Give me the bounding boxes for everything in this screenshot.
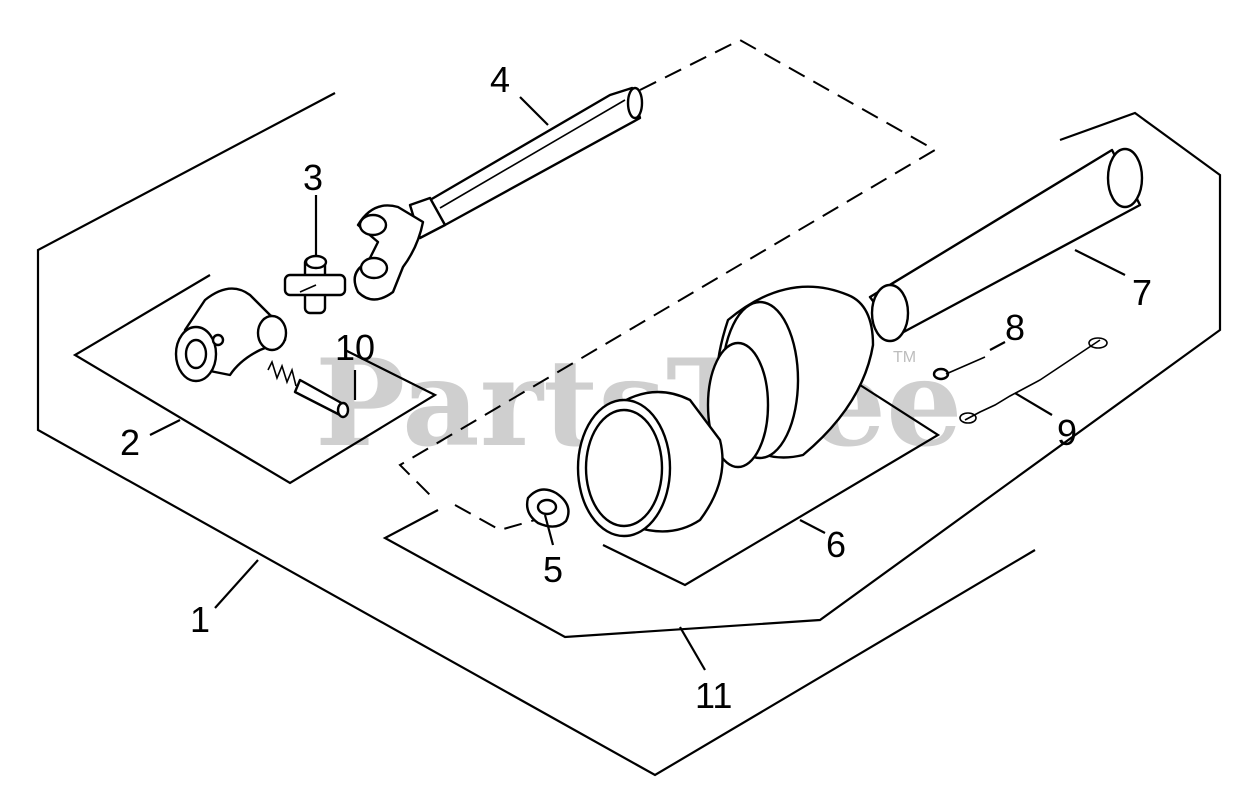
part-yoke	[174, 287, 288, 383]
callout-2: 2	[120, 422, 140, 463]
part-screw	[932, 356, 986, 381]
callout-4: 4	[490, 59, 510, 100]
callout-8: 8	[1005, 307, 1025, 348]
callout-9: 9	[1057, 412, 1077, 453]
part-clip-ring	[525, 488, 570, 528]
part-outer-tube	[868, 147, 1144, 343]
callout-7: 7	[1132, 272, 1152, 313]
callout-6: 6	[826, 524, 846, 565]
watermark-trademark: TM	[893, 349, 916, 366]
part-shaft	[353, 86, 644, 301]
boundary-shaft-4-lower	[454, 504, 536, 532]
part-shield-outer	[576, 390, 724, 538]
callout-10: 10	[335, 327, 375, 368]
part-chain	[959, 337, 1108, 424]
part-shield-cone	[706, 285, 875, 469]
boundary-assembly-1	[36, 92, 1222, 777]
boundary-yoke-2	[72, 274, 438, 485]
part-spring-pin	[267, 359, 350, 419]
callout-5: 5	[543, 549, 563, 590]
part-cross	[283, 254, 347, 315]
callout-3: 3	[303, 157, 323, 198]
callout-1: 1	[190, 599, 210, 640]
leader-lines	[149, 96, 1126, 671]
boundary-shield-6	[602, 384, 941, 587]
callouts: 1 2 3 4 5 6 7 8 9 10 11	[120, 59, 1152, 716]
callout-11: 11	[695, 675, 732, 716]
